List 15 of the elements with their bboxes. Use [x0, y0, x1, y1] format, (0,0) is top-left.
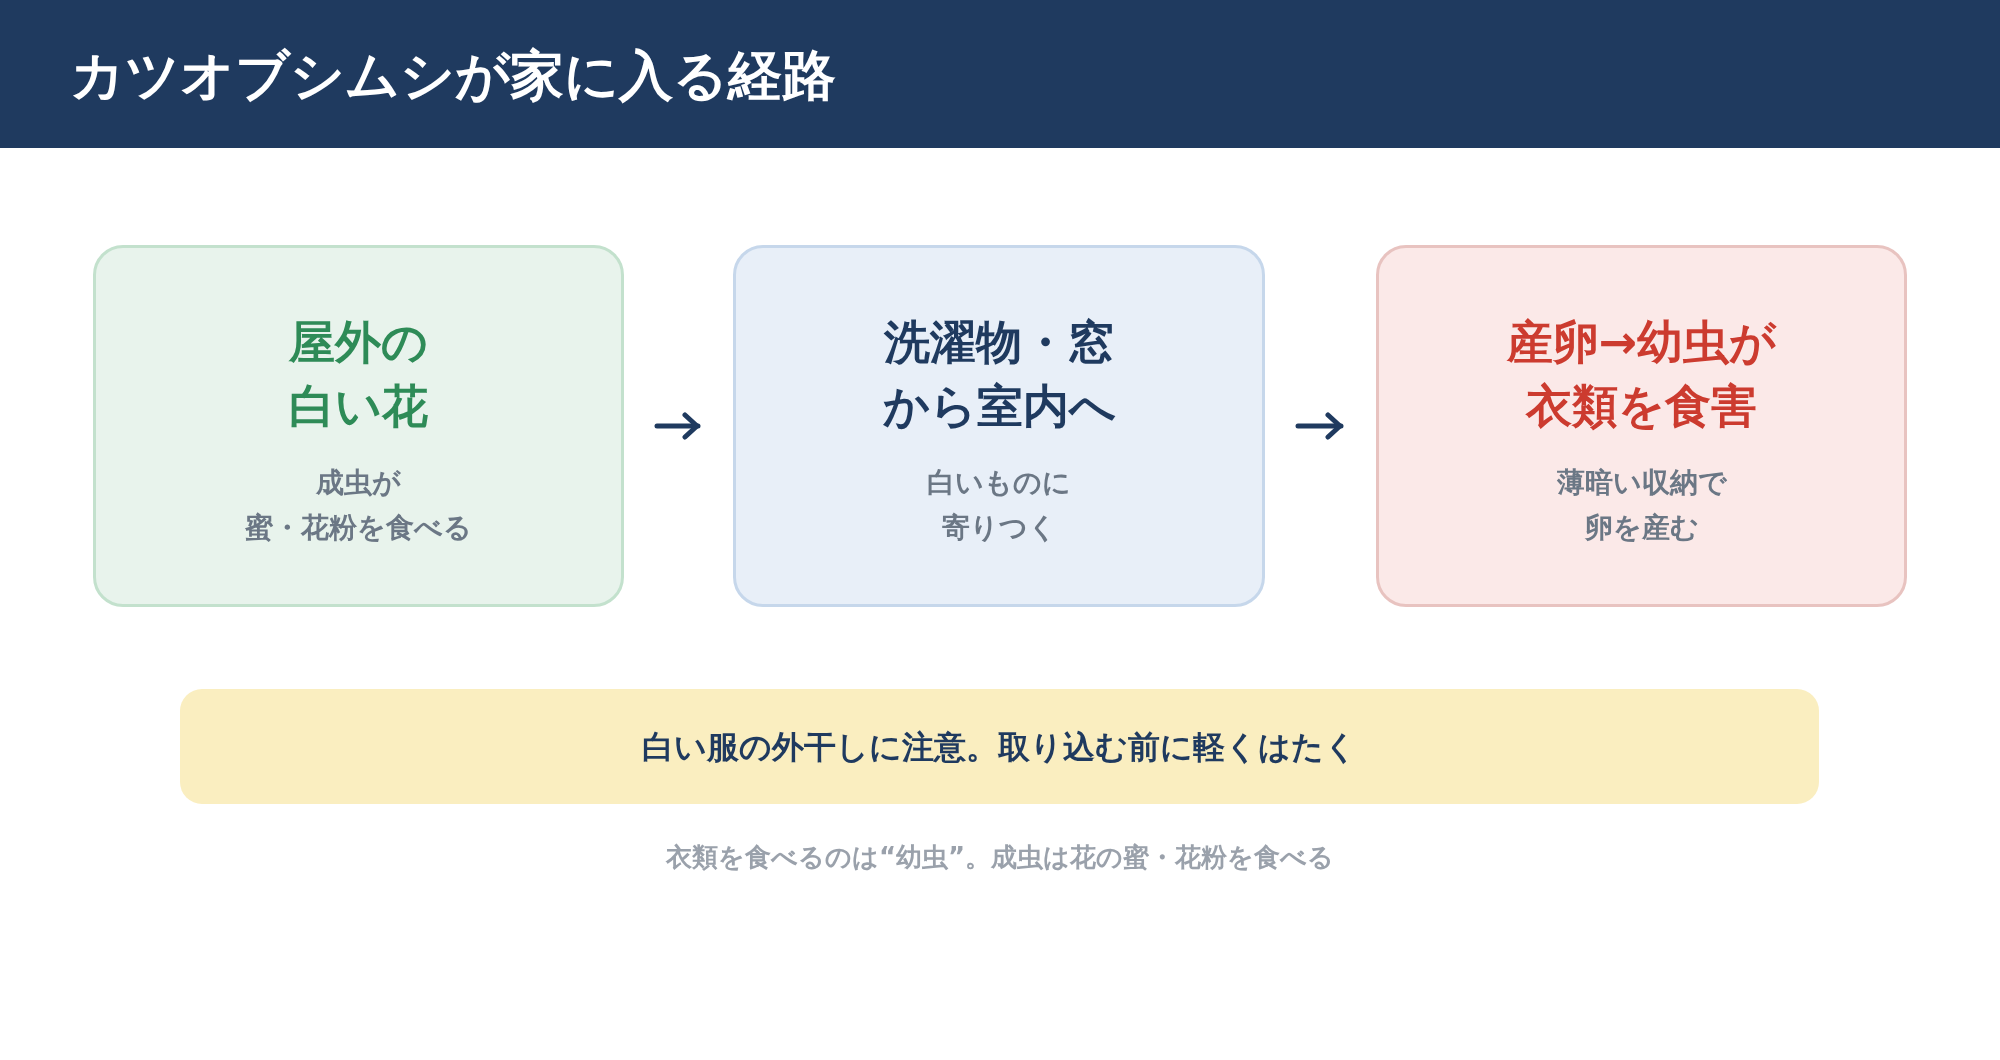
step-heading: 産卵→幼虫が衣類を食害 [1506, 314, 1777, 435]
step-card [733, 245, 1265, 607]
arrow [654, 412, 701, 440]
step-heading: 屋外の白い花 [289, 314, 428, 435]
step-card [93, 245, 624, 607]
tip-banner [180, 689, 1819, 804]
tip-text: 白い服の外干しに注意。取り込む前に軽くはたく [642, 726, 1357, 768]
step-description: 成虫が蜜・花粉を食べる [245, 465, 472, 546]
footnote: 衣類を食べるのは“幼虫”。成虫は花の蜜・花粉を食べる [665, 842, 1335, 872]
arrow [1295, 412, 1344, 440]
title: カツオブシムシが家に入る経路 [70, 44, 836, 108]
step-card [1376, 245, 1907, 607]
step-heading: 洗濯物・窓から室内へ [882, 314, 1116, 435]
step-description: 薄暗い収納で卵を産む [1556, 465, 1727, 546]
step-description: 白いものに寄りつく [927, 465, 1071, 546]
